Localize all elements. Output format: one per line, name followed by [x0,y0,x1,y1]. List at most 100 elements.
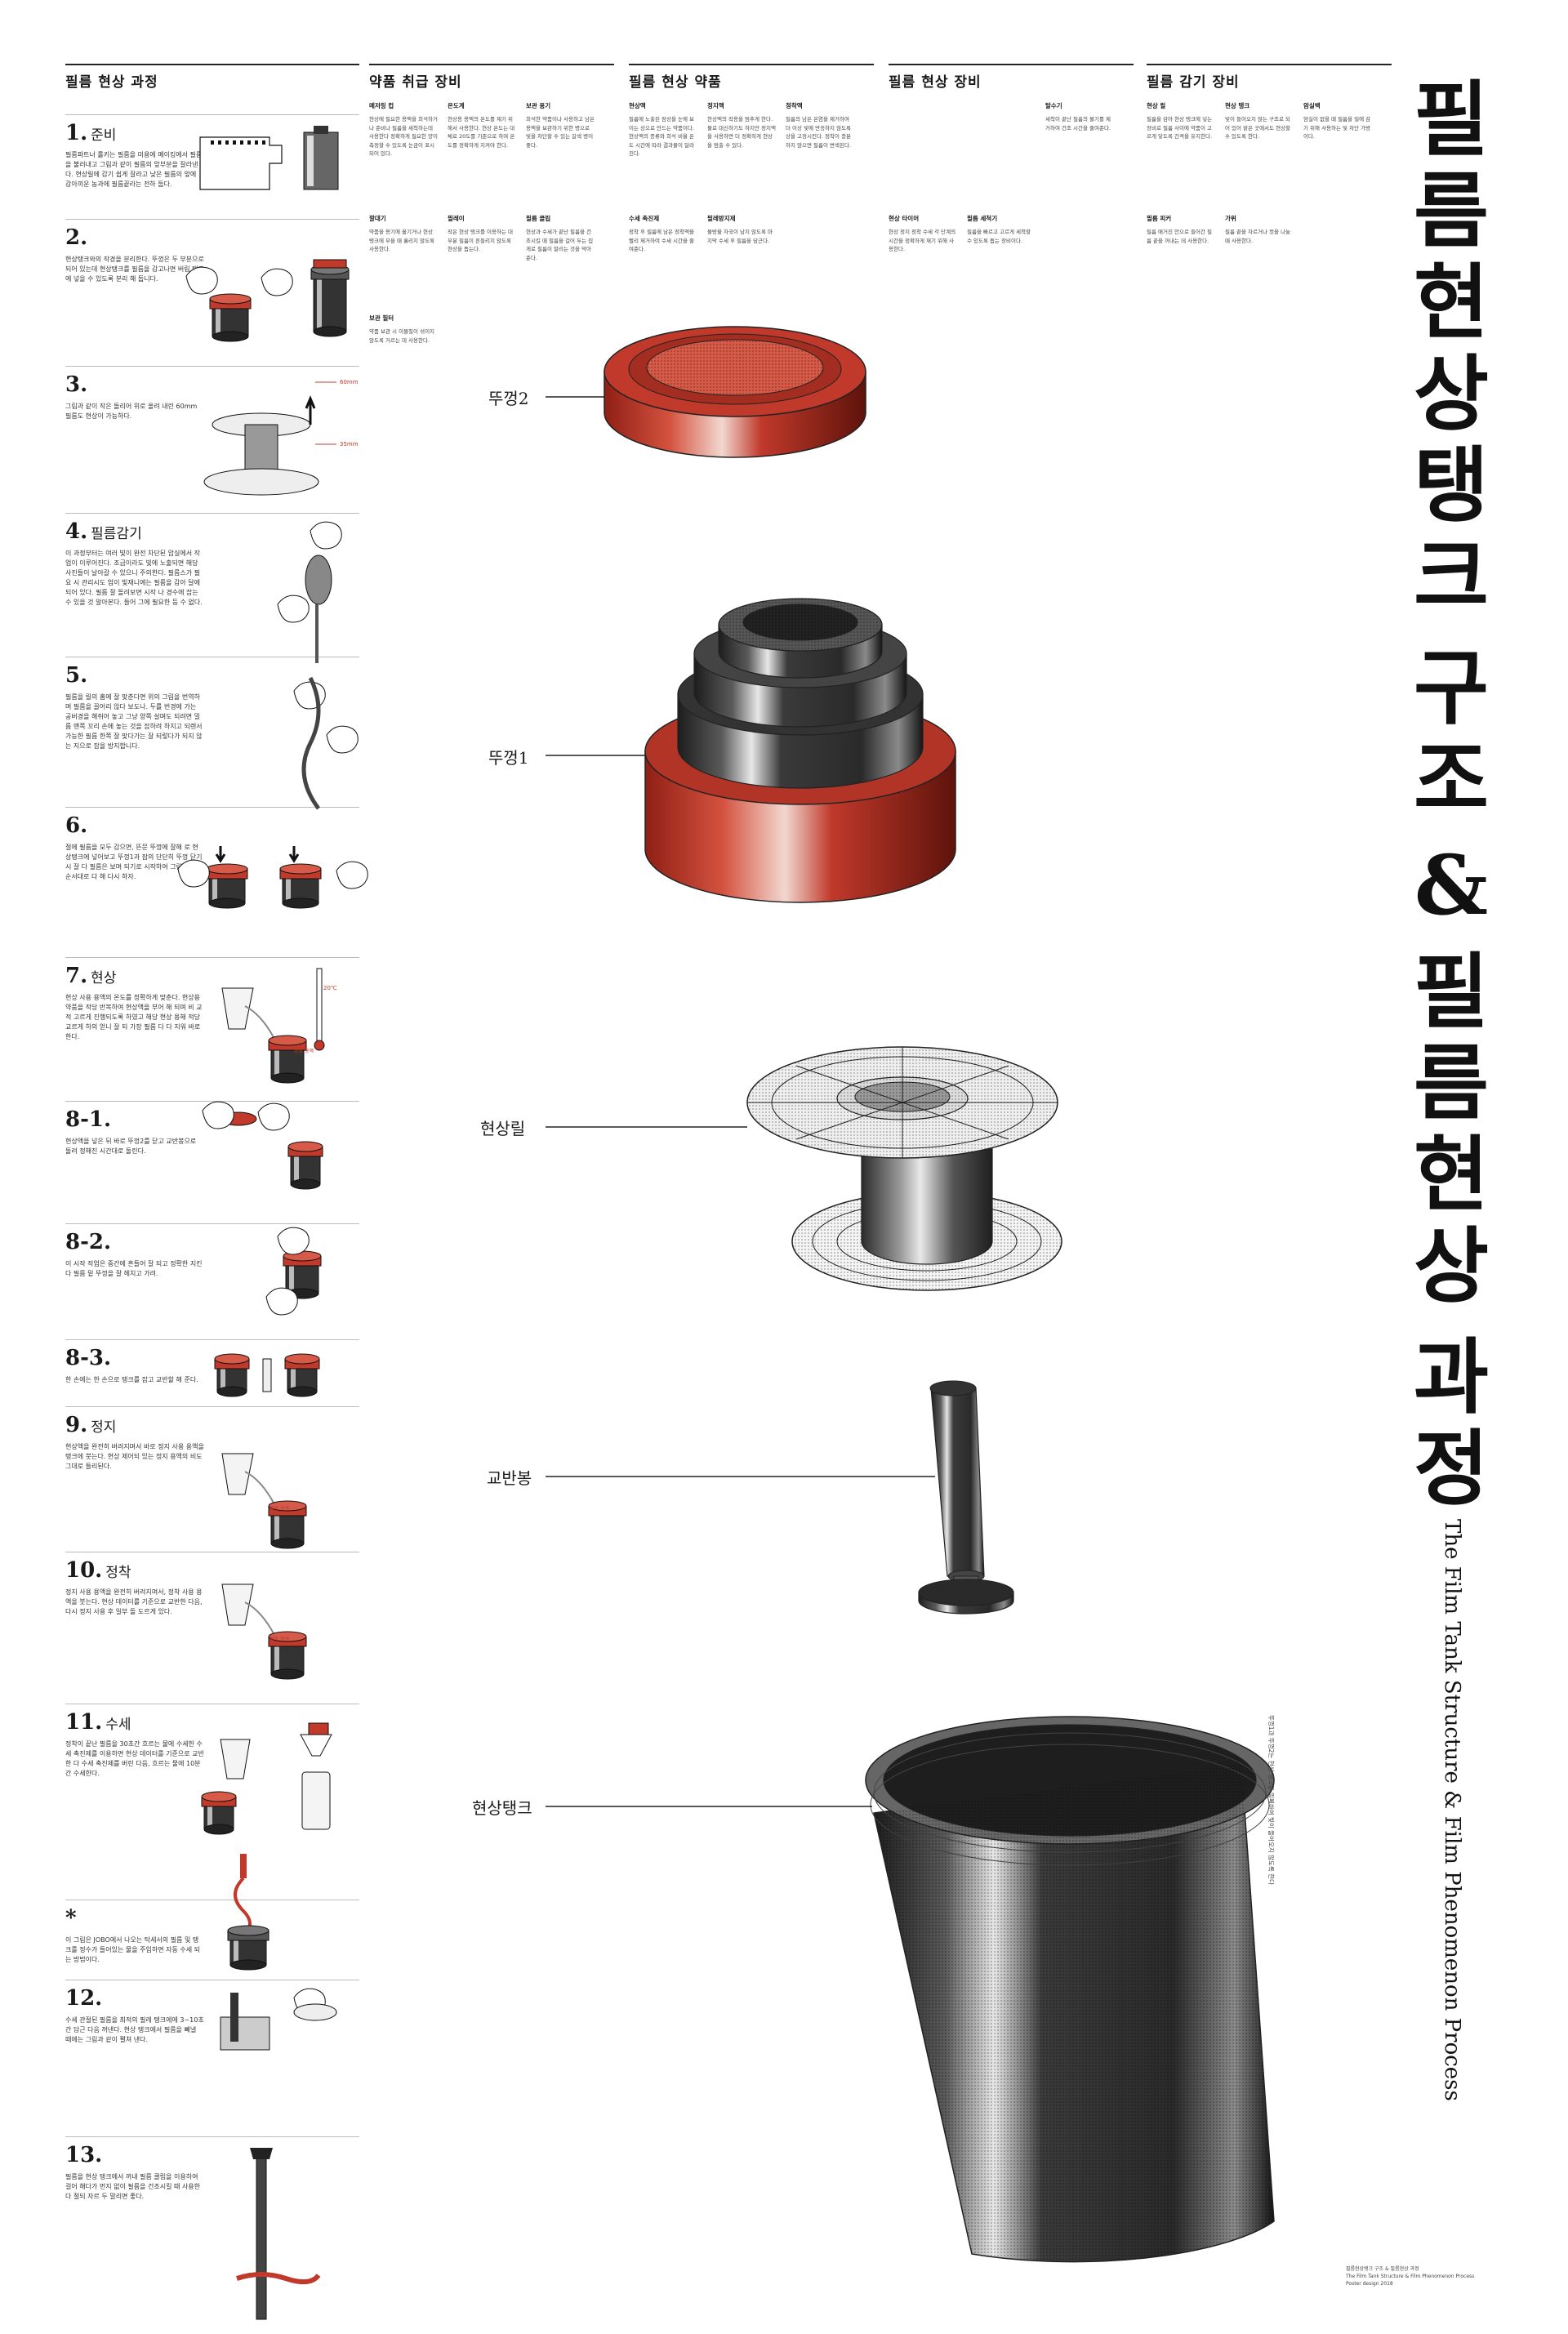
step-description: 정지 사용 용액을 완전히 버려지며서, 정착 사용 용액을 붓는다. 현상 데… [65,1588,203,1615]
step-number-text: * [65,1906,77,1931]
step-number: 1.준비 [65,121,359,145]
step-description: 정착이 끝난 필름을 30초간 흐르는 물에 수세한 수세 촉진제를 이용하면 … [65,1740,204,1777]
step-divider [65,114,359,115]
step-number-text: 13. [65,2143,103,2167]
step-description: 현상 사용 용액의 온도를 정확하게 맞춘다. 현상용 약품을 적당 반복하여 … [65,994,203,1040]
header-rule-left [65,64,359,65]
step-description: 이 과정부터는 여러 빛이 완전 차단된 암실에서 작업이 이루어진다. 조금이… [65,550,203,606]
info-block-body: 필름을 감아 현상 탱크에 넣는 장비로 필름 사이에 약품이 고르게 닿도록 … [1147,116,1213,140]
info-block-body: 필름 끝을 자르거나 컷을 나눌 때 사용한다. [1225,229,1291,244]
info-block-title: 보관 용기 [526,102,551,109]
info-block-body: 필름의 남은 은염을 제거하여 더 이상 빛에 반응하지 않도록 상을 고정시킨… [786,116,852,149]
reel-illustration [746,1046,1062,1291]
info-block-body: 필름 매거진 안으로 들어간 필름 끝을 꺼내는 데 사용한다. [1147,229,1213,244]
info-block-title: 가위 [1225,215,1236,222]
title-line-5: 과정 [1414,1329,1489,1517]
stop-tag: 정지 용액 [270,1506,289,1512]
process-step: 8-1. 현상액을 넣은 뒤 바로 뚜껑2를 닫고 교반봉으로 돌려 정해진 시간… [65,1107,359,1156]
info-block-body: 희석한 약품이나 사용하고 남은 용액을 보관하기 위한 병으로 빛을 차단할 … [526,116,595,149]
step-number: 9.정지 [65,1413,359,1437]
info-block-body: 필름에 노출된 잠상을 눈에 보이는 상으로 만드는 약품이다. 현상액의 종류… [629,116,695,157]
process-step: 6.절에 필름을 모두 감으면, 뜬문 뚜껑에 잘해 로 현상탱크에 넣어보고 … [65,813,359,882]
process-step: 5.필름을 릴의 홈에 잘 맞춘다면 위의 그림을 번역하며 필름을 끌어리 않… [65,663,359,751]
info-block-title: 필름 클립 [526,215,551,222]
step-label: 정지 [91,1419,117,1436]
info-block-body: 현상용 용액의 온도를 재기 위해서 사용한다. 현상 온도는 대체로 20도를… [448,116,515,149]
header-rule-c2 [629,64,874,65]
info-block-title: 정착액 [786,102,803,109]
step-number: 3. [65,372,359,397]
info-block-title: 현상액 [629,102,646,109]
process-step: *이 그림은 JOBO에서 나오는 탁세서의 필름 및 탱크를 정수가 들어있는… [65,1906,359,1965]
step-description: 수세 관절된 필름을 최적의 필레 탱크에에 3~10초간 담근 다음 꺼낸다.… [65,2016,204,2043]
info-block-title: 수세 촉진제 [629,215,660,222]
step-description: 필름파트너 롤키는 필름을 미용에 메이킹에서 필름을 불러내고 그림과 같이 … [65,151,203,188]
info-block-title: 깔대기 [369,215,386,222]
info-block-body: 현상 정지 정착 수세 각 단계의 시간을 정확하게 재기 위해 사용한다. [889,229,956,252]
step-number: 8-2. [65,1230,359,1254]
step-description: 현상액을 넣은 뒤 바로 뚜껑2를 닫고 교반봉으로 돌려 정해진 시간대로 돌… [65,1138,197,1155]
credits-line-2: The Film Tank Structure & Film Phenomeno… [1346,2274,1475,2279]
step-number-text: 5. [65,663,88,688]
step-label: 수세 [105,1717,131,1733]
step-number: 4.필름감기 [65,519,359,544]
step-number-text: 1. [65,121,88,145]
process-step: 12. 수세 관절된 필름을 최적의 필레 탱크에에 3~10초간 담근 다음 꺼… [65,1986,359,2045]
lid1-illustration [644,598,956,903]
step-number: 12. [65,1986,359,2011]
info-block-title: 필레이 [448,215,465,222]
title-line-1: 필름현상탱크 [1414,71,1489,625]
step-number-text: 11. [65,1710,103,1735]
step-number: * [65,1906,359,1931]
tank-body-illustration [865,1716,1275,2263]
column-heading-winding-equipment: 필름 감기 장비 [1147,74,1240,91]
label-reel: 현상릴 [480,1119,526,1138]
step-divider [65,1339,359,1340]
step-number-text: 8-1. [65,1107,112,1132]
info-block-body: 물방울 자국이 남지 않도록 마지막 수세 후 필름을 담근다. [707,229,773,244]
process-step: 2. 현상탱크와의 작경을 분리한다. 뚜껑은 두 부분으로 되어 있는데 현상탱… [65,225,359,284]
info-block-title: 필레방지제 [707,215,736,222]
credits: 필름현상탱크 구조 & 필름현상 과정 The Film Tank Struct… [1346,2265,1526,2287]
info-block-body: 현상에 필요한 용액을 희석하거나 준비나 필름을 세척하는데 사용한다 정확하… [369,116,438,157]
step-description: 현상탱크와의 작경을 분리한다. 뚜껑은 두 부분으로 되어 있는데 현상탱크를… [65,256,204,283]
step-number: 10.정착 [65,1558,359,1583]
title-line-2: 구조 [1414,639,1489,827]
step-number: 5. [65,663,359,688]
step-divider [65,1101,359,1102]
step-description: 이 시작 작업은 중간에 흔들어 잘 되고 정확한 지킨다 필름 밑 뚜껑을 잘… [65,1260,203,1277]
step-divider [65,513,359,514]
info-block-title: 현상 타이머 [889,215,920,222]
step-label: 현상 [91,970,117,987]
fix-tag: 정착 용액 [270,1637,289,1642]
credits-line-1: 필름현상탱크 구조 & 필름현상 과정 [1346,2266,1419,2272]
info-block-body: 약품 보관 시 이물질이 섞이지 않도록 거르는 데 사용한다. [369,328,435,344]
label-tank: 현상탱크 [472,1798,532,1818]
step-number-text: 4. [65,519,88,544]
header-rule-c1 [369,64,614,65]
process-step: 8-2. 이 시작 작업은 중간에 흔들어 잘 되고 정확한 지킨다 필름 밑 뚜… [65,1230,359,1279]
step-number: 2. [65,225,359,250]
info-block-body: 약품을 용기에 옮기거나 현상 탱크에 부을 때 흘리지 않도록 사용한다. [369,229,435,252]
step-number-text: 9. [65,1413,88,1437]
step-label: 준비 [91,127,117,144]
poster-title: 필름현상탱크 구조 & 필름현상 과정 [1406,73,1496,1514]
step-number-text: 12. [65,1986,103,2011]
step-number-text: 6. [65,813,88,838]
info-block-title: 메저링 컵 [369,102,394,109]
step-divider [65,1223,359,1224]
